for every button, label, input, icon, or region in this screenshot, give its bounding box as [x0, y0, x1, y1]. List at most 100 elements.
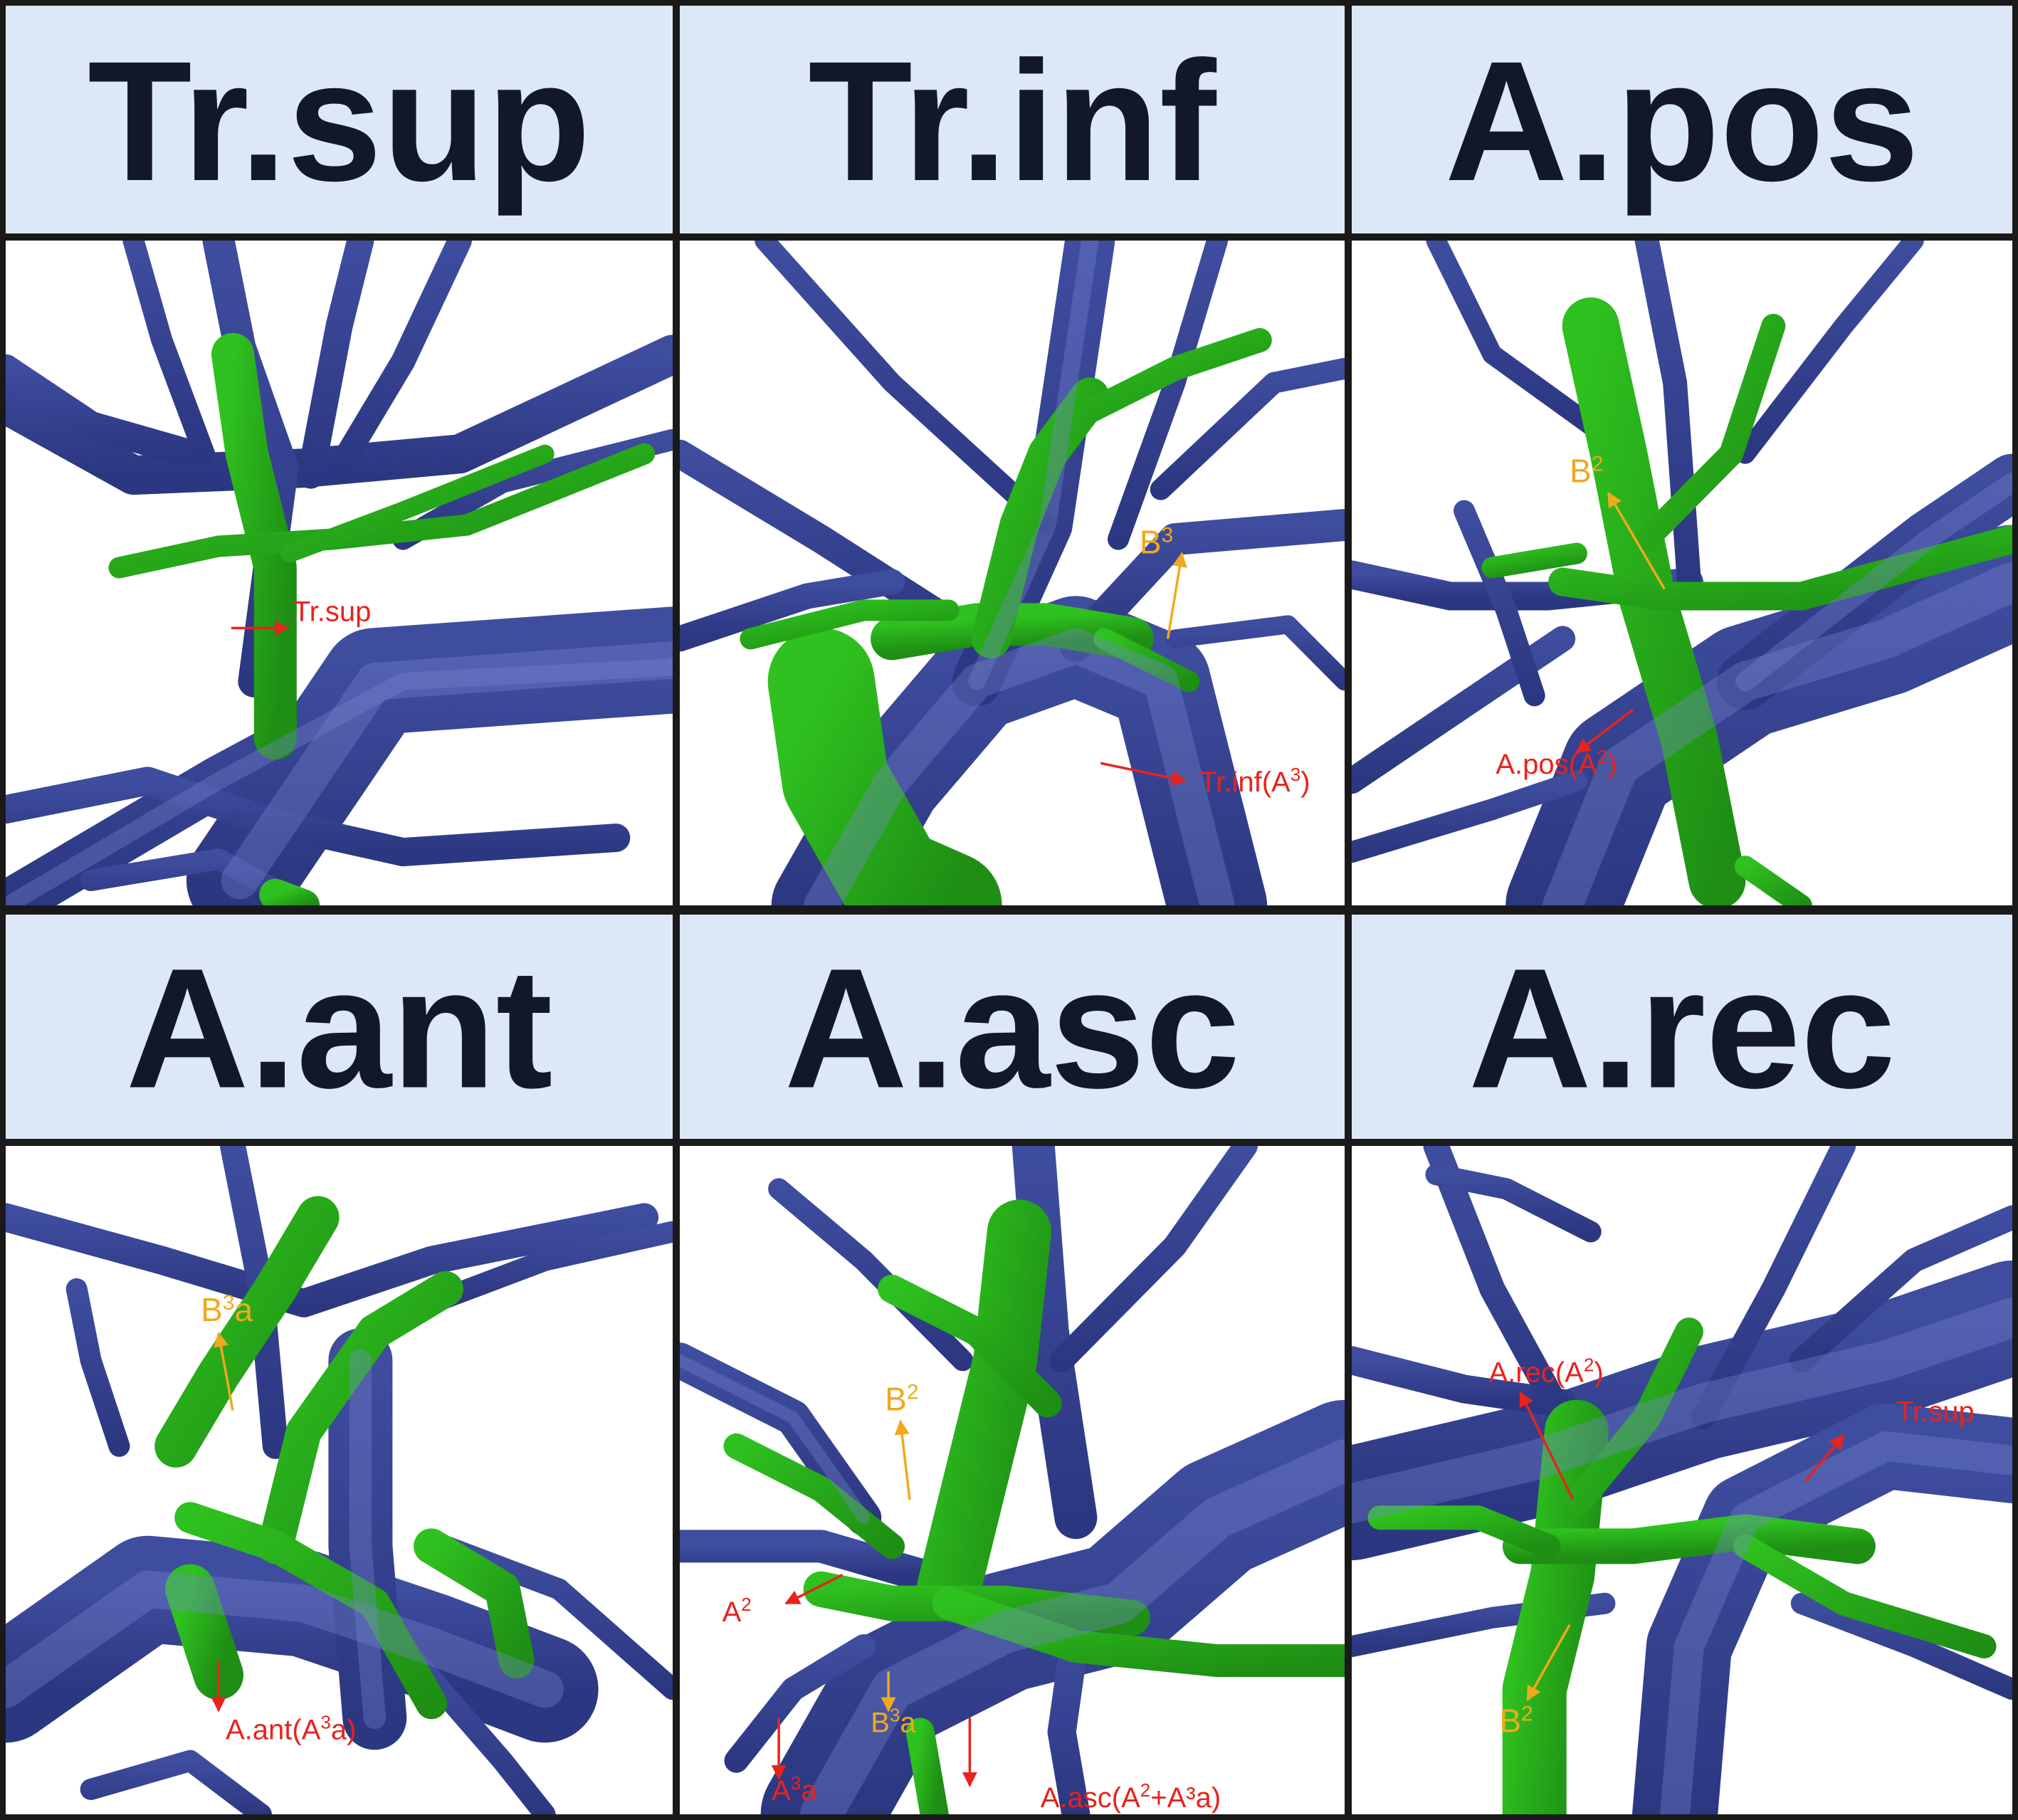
pulmonary-vessel: [1165, 615, 1345, 691]
bronchus: [257, 1271, 463, 1564]
annotation-label: A3a: [772, 1772, 817, 1806]
annotation-label: B2: [885, 1380, 918, 1418]
bronchus: [1733, 1534, 1997, 1658]
panel-header-title: A.pos: [1445, 26, 1920, 216]
annotation-arrow: [1166, 552, 1187, 639]
annotation-label: A.ant(A3a): [226, 1712, 356, 1746]
pulmonary-vessel: [680, 569, 905, 652]
pulmonary-vessel: [80, 1750, 272, 1814]
vessel-highlight: [799, 1439, 1345, 1814]
vessel-highlight: [1735, 472, 2012, 692]
annotation-label: A.pos(A2): [1496, 746, 1617, 780]
annotation-label: B3a: [201, 1291, 253, 1329]
annotation-arrow: [784, 1574, 844, 1605]
pulmonary-vessel: [1425, 1164, 1602, 1243]
bronchus: [1562, 1317, 1703, 1518]
vessel-render: [680, 1146, 1345, 1814]
bronchus: [905, 1718, 949, 1814]
panel-header-title: A.rec: [1468, 933, 1896, 1124]
annotation-arrow: [894, 1419, 911, 1500]
pulmonary-vessel: [1790, 1592, 2012, 1700]
pulmonary-vessel: [1049, 1146, 1258, 1373]
bronchus: [1093, 628, 1200, 693]
bronchus: [1078, 327, 1272, 424]
annotation-arrow: [1607, 491, 1666, 590]
pulmonary-vessel: [1454, 500, 1545, 707]
pulmonary-vessel: [1423, 1146, 1576, 1431]
pulmonary-vessel: [328, 1328, 407, 1750]
vessel-highlight: [804, 628, 1235, 905]
pulmonary-vessel: [6, 1203, 659, 1317]
panel-header-bg: [680, 915, 1345, 1139]
pulmonary-vessel: [1716, 453, 2012, 710]
pulmonary-vessel: [297, 241, 374, 489]
panel-header-bg: [6, 6, 673, 233]
annotation-label: Tr.inf(A3): [1199, 764, 1310, 798]
vessel-highlight: [1660, 1431, 2012, 1814]
annotation-label: B2: [1570, 452, 1603, 490]
bronchus: [414, 1528, 535, 1679]
pulmonary-vessel: [1150, 357, 1345, 500]
bronchus: [878, 1274, 1062, 1418]
pulmonary-vessel: [6, 767, 631, 867]
pulmonary-vessel: [1047, 1617, 1091, 1814]
pulmonary-vessel: [6, 1535, 599, 1743]
vessel-highlight: [680, 1354, 871, 1524]
bronchus: [1502, 1514, 1876, 1564]
pulmonary-vessel: [724, 1634, 876, 1773]
vessel-render: [1352, 241, 2012, 905]
vessel-highlight: [349, 1349, 387, 1730]
annotation-label: B3a: [871, 1705, 916, 1739]
annotation-arrow: [214, 1332, 234, 1411]
pulmonary-vessel: [6, 354, 205, 468]
pulmonary-vessel: [1426, 241, 1601, 436]
vessel-highlight: [968, 241, 1099, 690]
annotation-label: Tr.sup: [293, 596, 372, 627]
panel-header-title: A.asc: [784, 933, 1240, 1124]
bronchus: [1367, 1505, 1561, 1559]
annotation-label: Tr.sup: [1896, 1396, 1975, 1428]
panel-header-title: Tr.sup: [88, 26, 591, 216]
bronchus: [767, 628, 1002, 905]
vessel-highlight: [221, 641, 673, 900]
panel-header-bg: [680, 6, 1345, 233]
pulmonary-vessel: [1059, 509, 1345, 662]
annotation-arrow: [1804, 1434, 1845, 1483]
pulmonary-vessel: [1108, 241, 1229, 550]
annotation-arrow: [1575, 708, 1634, 754]
pulmonary-vessel: [755, 241, 1058, 535]
bronchus: [1634, 313, 1786, 552]
pulmonary-vessel: [680, 1342, 882, 1536]
pulmonary-vessel: [421, 1221, 673, 1314]
bronchus: [916, 1199, 1051, 1621]
bronchus: [1548, 525, 2012, 611]
annotation-arrow: [1526, 1624, 1571, 1702]
vessel-render: [680, 241, 1345, 905]
annotation-label: A.asc(A2+A³a): [1041, 1779, 1221, 1814]
vessel-highlight: [6, 658, 673, 905]
bronchus: [723, 1433, 905, 1559]
bronchus: [259, 878, 320, 905]
pulmonary-vessel: [1352, 770, 1587, 863]
vessel-highlight: [1543, 562, 2012, 905]
annotation-arrow: [1100, 762, 1187, 786]
vessel-highlight: [1352, 1298, 2012, 1524]
vessel-render: [6, 241, 673, 905]
pulmonary-vessel: [1352, 626, 1576, 794]
panel-header-title: A.ant: [126, 933, 553, 1124]
vessel-render: [6, 1146, 673, 1814]
annotation-label: B3: [1140, 523, 1173, 561]
pulmonary-vessel: [1691, 1146, 1856, 1430]
bronchus: [154, 1196, 340, 1468]
pulmonary-vessel: [327, 241, 472, 480]
bronchus: [740, 599, 960, 650]
vessel-highlight: [6, 1570, 564, 1708]
bronchus: [280, 444, 555, 563]
